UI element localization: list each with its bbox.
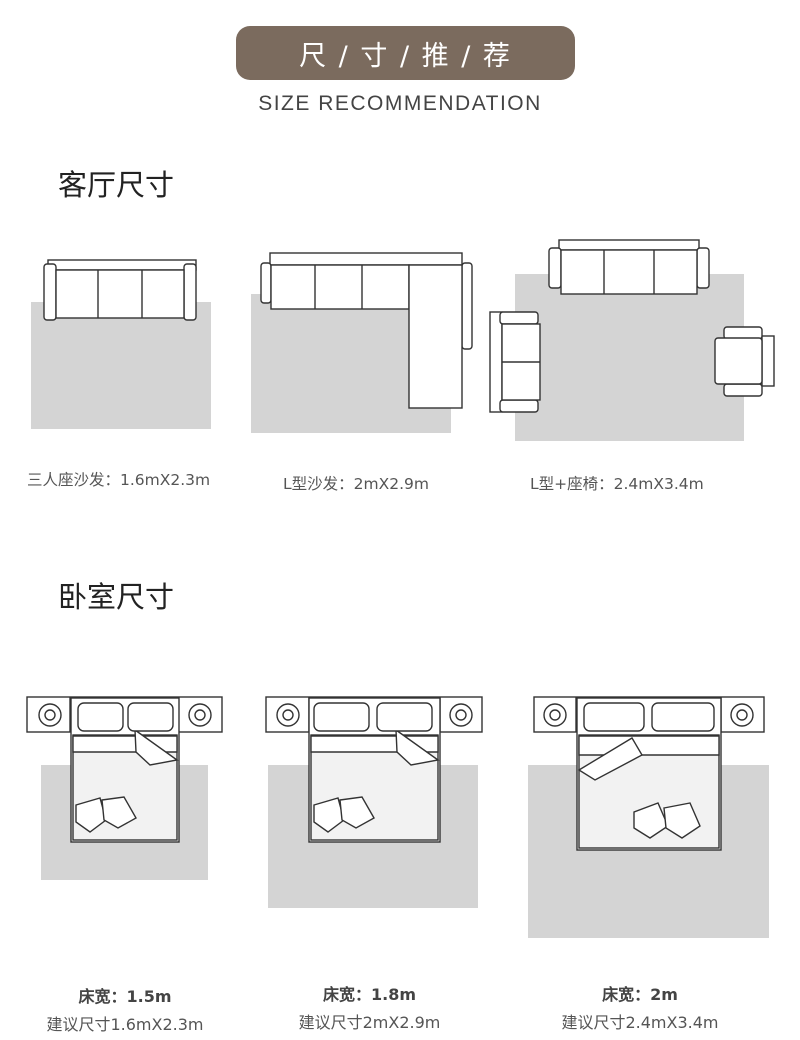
- bedroom-caption-2: 床宽：1.8m 建议尺寸2mX2.9m: [262, 981, 477, 1033]
- armchair-icon: [714, 326, 775, 397]
- cushion: [313, 797, 345, 833]
- living-diagram-1: [31, 259, 211, 429]
- header-banner: 尺 / 寸 / 推 / 荐: [236, 26, 575, 80]
- bedroom-caption-1: 床宽：1.5m 建议尺寸1.6mX2.3m: [20, 983, 230, 1035]
- bedroom-diagram-3: [528, 696, 769, 938]
- pillow: [313, 702, 370, 732]
- bedroom-diagram-2: [265, 696, 483, 908]
- pillow: [376, 702, 433, 732]
- bedroom-title: 卧室尺寸: [58, 580, 175, 614]
- lamp-icon: [188, 703, 212, 727]
- living-caption-2: L型沙发：2mX2.9m: [283, 475, 429, 493]
- lamp-icon: [276, 703, 300, 727]
- pillow: [127, 702, 174, 732]
- pillow: [583, 702, 645, 732]
- bed-width: 床宽：1.5m: [78, 987, 172, 1006]
- rug-size: 建议尺寸2.4mX3.4m: [561, 1013, 719, 1032]
- living-diagram-3: [489, 239, 775, 441]
- cushion: [633, 802, 669, 839]
- living-caption-3: L型+座椅：2.4mX3.4m: [530, 475, 704, 493]
- cushion: [75, 797, 107, 833]
- bed-width: 床宽：2m: [602, 985, 678, 1004]
- bed-width: 床宽：1.8m: [322, 985, 417, 1004]
- header-subtitle: SIZE RECOMMENDATION: [258, 92, 542, 115]
- rug-size: 建议尺寸1.6mX2.3m: [46, 1015, 204, 1034]
- bedroom-caption-3: 床宽：2m 建议尺寸2.4mX3.4m: [530, 981, 750, 1033]
- cushion: [663, 802, 701, 839]
- bedroom-diagram-1: [26, 696, 223, 880]
- lamp-icon: [449, 703, 473, 727]
- living-diagram-2: [251, 252, 473, 433]
- rug: [31, 302, 211, 429]
- lamp-icon: [730, 703, 754, 727]
- cushion: [101, 796, 137, 829]
- sofa-icon: [43, 259, 197, 321]
- lamp-icon: [38, 703, 62, 727]
- lamp-icon: [543, 703, 567, 727]
- sofa-icon: [548, 239, 710, 295]
- pillow: [651, 702, 715, 732]
- rug-size: 建议尺寸2mX2.9m: [298, 1013, 441, 1032]
- living-room-title: 客厅尺寸: [58, 168, 175, 202]
- loveseat-icon: [489, 311, 541, 413]
- cushion: [339, 796, 375, 829]
- rug: [515, 274, 744, 441]
- pillow: [77, 702, 124, 732]
- living-caption-1: 三人座沙发：1.6mX2.3m: [27, 471, 211, 489]
- l-sofa-icon: [260, 252, 473, 409]
